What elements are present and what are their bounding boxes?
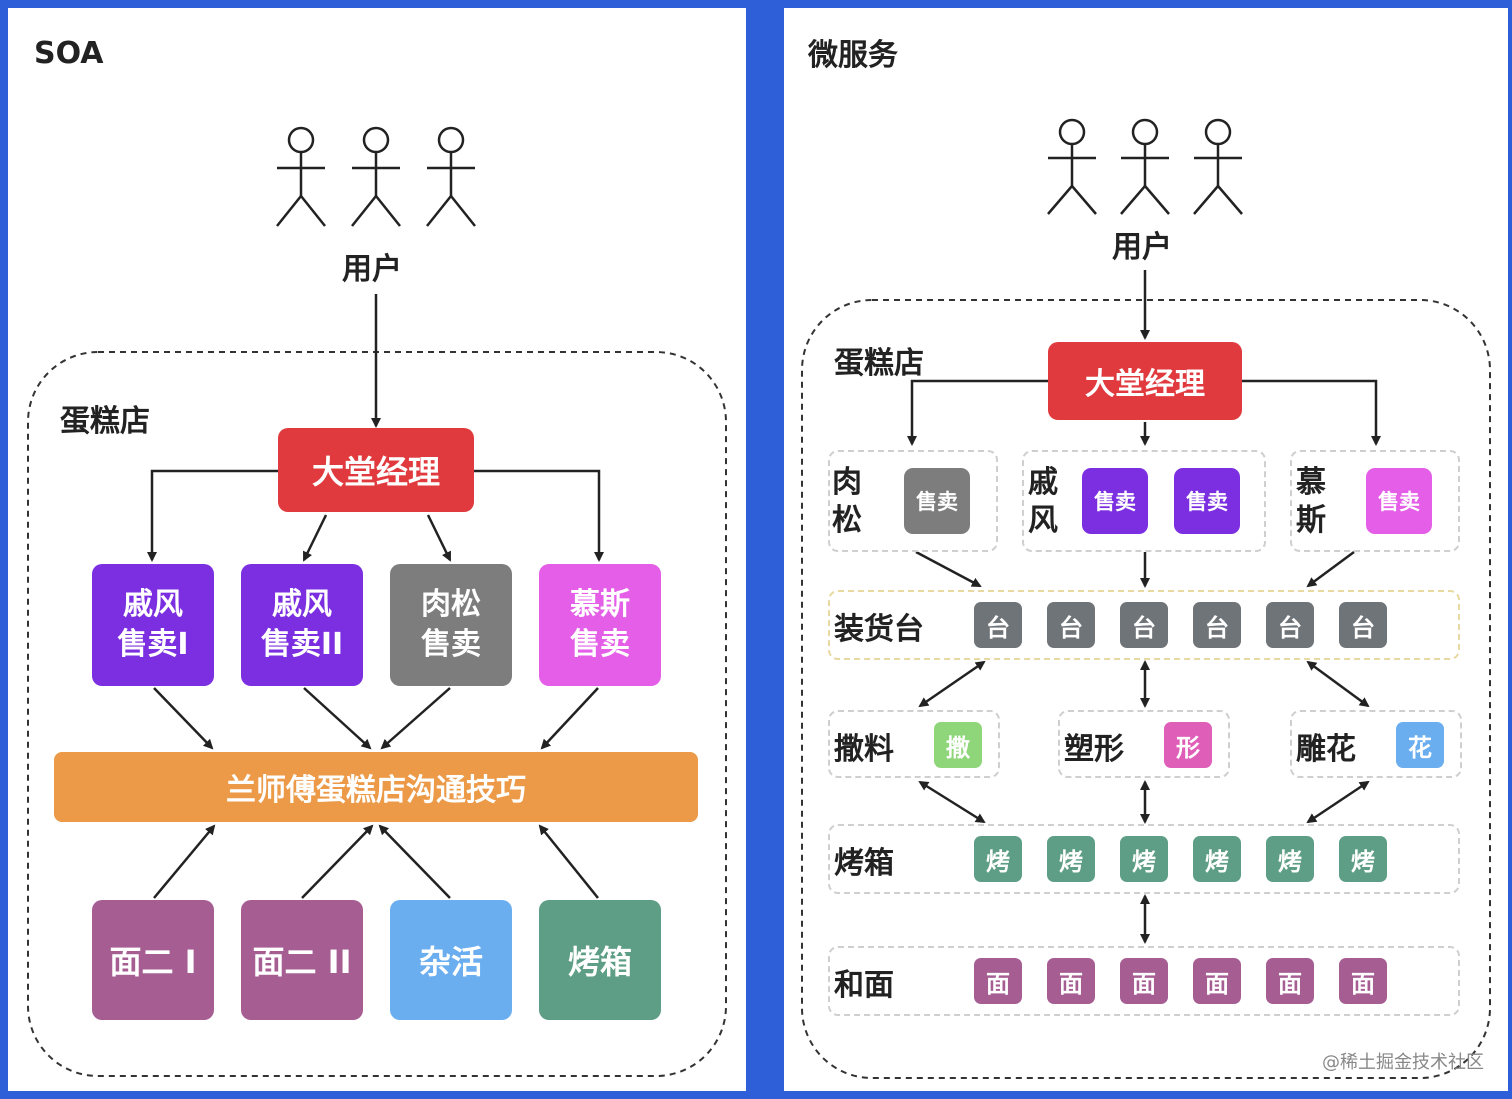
ms-loading-item: 台 (1120, 602, 1168, 648)
ms-user-figures (1047, 118, 1243, 215)
ms-manager-label: 大堂经理 (1085, 367, 1205, 402)
ms-users-label: 用户 (1112, 230, 1172, 265)
worker-label: 杂活 (418, 943, 483, 981)
ms-prep-sprinkle (828, 710, 1000, 778)
service-role: 售卖II (260, 627, 344, 662)
ms-dough-item: 面 (1120, 958, 1168, 1004)
service-name: 肉松 (421, 587, 481, 622)
sell-label: 售卖 (916, 490, 958, 514)
sell-label: 售卖 (1186, 490, 1228, 514)
ms-loading-item: 台 (1047, 602, 1095, 648)
ms-oven-item: 烤 (974, 836, 1022, 882)
service-role: 售卖 (570, 627, 630, 662)
soa-service-floss: 肉松 售卖 (390, 564, 512, 686)
soa-worker-dough-2: 面二 II (241, 900, 363, 1020)
ms-group-chiffon-name: 戚 风 (1026, 464, 1060, 540)
ms-dough-item: 面 (1266, 958, 1314, 1004)
ms-prep-carve-item: 花 (1396, 722, 1444, 768)
ms-sell-floss: 售卖 (904, 468, 970, 534)
ms-dough-item: 面 (1193, 958, 1241, 1004)
ms-dough-item: 面 (974, 958, 1022, 1004)
microservices-panel: 微服务 用户 蛋糕店 (784, 8, 1508, 1091)
service-name: 戚风 (272, 587, 332, 622)
ms-loading-item: 台 (974, 602, 1022, 648)
ms-oven-item: 烤 (1047, 836, 1095, 882)
ms-dough-row (828, 946, 1460, 1016)
soa-connectors (27, 126, 727, 1077)
ms-prep-carve (1290, 710, 1462, 778)
ms-group-floss-name: 肉 松 (830, 464, 864, 540)
ms-oven-item: 烤 (1193, 836, 1241, 882)
soa-bus: 兰师傅蛋糕店沟通技巧 (54, 752, 698, 822)
ms-manager-box: 大堂经理 (1048, 342, 1242, 420)
ms-sell-chiffon-2: 售卖 (1174, 468, 1240, 534)
soa-bus-label: 兰师傅蛋糕店沟通技巧 (226, 773, 526, 808)
ms-store-label: 蛋糕店 (834, 346, 924, 381)
ms-prep-sprinkle-label: 撒料 (834, 732, 894, 767)
worker-label: 面二 II (252, 943, 352, 981)
ms-prep-sprinkle-item: 撒 (934, 722, 982, 768)
soa-service-chiffon-2: 戚风 售卖II (241, 564, 363, 686)
ms-prep-shape (1058, 710, 1230, 778)
ms-oven-item: 烤 (1339, 836, 1387, 882)
soa-manager-label: 大堂经理 (311, 453, 440, 491)
soa-worker-misc: 杂活 (390, 900, 512, 1020)
soa-worker-dough-1: 面二 I (92, 900, 214, 1020)
ms-sell-mousse: 售卖 (1366, 468, 1432, 534)
ms-loading-item: 台 (1266, 602, 1314, 648)
soa-service-mousse: 慕斯 售卖 (539, 564, 661, 686)
soa-manager-box: 大堂经理 (278, 428, 474, 512)
soa-panel: SOA 用户 蛋 (8, 8, 746, 1091)
ms-dough-label: 和面 (834, 968, 894, 1003)
ms-dough-item: 面 (1339, 958, 1387, 1004)
sell-label: 售卖 (1094, 490, 1136, 514)
watermark-credit: @稀土掘金技术社区 (1322, 1052, 1484, 1073)
worker-label: 面二 I (109, 943, 197, 981)
worker-label: 烤箱 (567, 943, 632, 981)
sell-label: 售卖 (1378, 490, 1420, 514)
ms-group-mousse (1290, 450, 1460, 552)
ms-loading-label: 装货台 (834, 612, 924, 647)
ms-group-mousse-name: 慕 斯 (1294, 464, 1328, 540)
name-char: 慕 (1296, 465, 1326, 500)
ms-group-floss (828, 450, 998, 552)
user-figures (276, 126, 476, 227)
soa-users-label: 用户 (342, 252, 402, 287)
service-role: 售卖I (117, 627, 189, 662)
ms-connectors (801, 118, 1491, 1079)
service-name: 戚风 (123, 587, 183, 622)
ms-prep-carve-label: 雕花 (1296, 732, 1356, 767)
name-char: 斯 (1296, 503, 1326, 538)
ms-prep-shape-label: 塑形 (1064, 732, 1124, 767)
service-role: 售卖 (421, 627, 481, 662)
name-char: 肉 (832, 465, 862, 500)
ms-group-chiffon (1022, 450, 1266, 552)
ms-sell-chiffon-1: 售卖 (1082, 468, 1148, 534)
ms-oven-label: 烤箱 (834, 846, 894, 881)
ms-loading-row (828, 590, 1460, 660)
ms-prep-shape-item: 形 (1164, 722, 1212, 768)
ms-loading-item: 台 (1193, 602, 1241, 648)
ms-oven-item: 烤 (1120, 836, 1168, 882)
ms-dough-item: 面 (1047, 958, 1095, 1004)
ms-title: 微服务 (808, 38, 898, 73)
soa-service-chiffon-1: 戚风 售卖I (92, 564, 214, 686)
ms-oven-row (828, 824, 1460, 894)
name-char: 风 (1028, 503, 1058, 538)
ms-loading-item: 台 (1339, 602, 1387, 648)
name-char: 松 (832, 503, 862, 538)
ms-oven-item: 烤 (1266, 836, 1314, 882)
service-name: 慕斯 (570, 587, 630, 622)
name-char: 戚 (1028, 465, 1058, 500)
soa-store-label: 蛋糕店 (60, 404, 150, 439)
soa-worker-oven: 烤箱 (539, 900, 661, 1020)
soa-title: SOA (34, 36, 104, 71)
